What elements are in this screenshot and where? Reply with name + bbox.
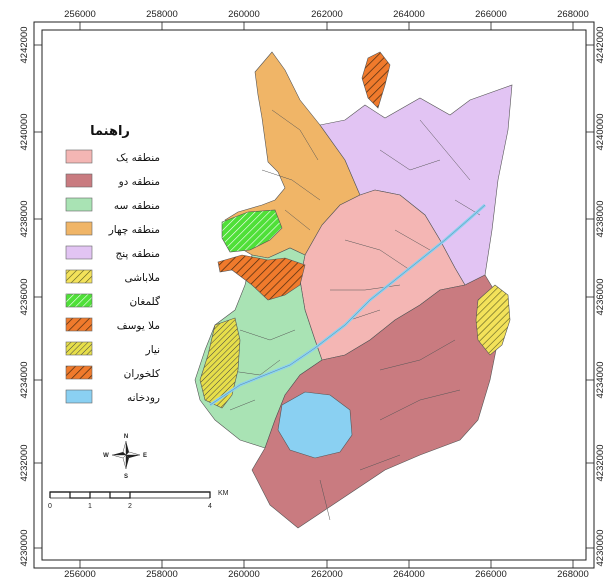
y-tick-right-3: 4236000 (595, 279, 606, 316)
legend-swatch-4 (65, 245, 93, 260)
y-tick-left-1: 4240000 (19, 114, 30, 151)
legend-label-1: منطقه دو (118, 176, 160, 188)
y-tick-left-6: 4230000 (19, 530, 30, 567)
x-tick-bottom-5: 266000 (475, 569, 507, 579)
x-tick-top-6: 268000 (557, 9, 589, 20)
legend-item-2: منطقه سه (65, 197, 160, 212)
legend-label-3: منطقه چهار (108, 224, 160, 236)
legend-item-5: ملاباشی (65, 269, 160, 284)
legend-items: منطقه یک منطقه دو منطقه سه منطقه چهار منطقه … (65, 149, 160, 404)
legend-swatch-2 (65, 197, 93, 212)
legend-item-4: منطقه پنج (65, 245, 160, 260)
legend-swatch-1 (65, 173, 93, 188)
y-tick-right-6: 4230000 (595, 530, 606, 567)
y-tick-labels-right: 4242000 4240000 4238000 4236000 4234000 42320… (586, 27, 606, 567)
y-tick-right-4: 4234000 (595, 362, 606, 399)
map-inner-frame (41, 29, 587, 561)
y-tick-labels-left: 4242000 4240000 4238000 4236000 4234000 42320… (19, 27, 42, 567)
x-tick-top-2: 260000 (228, 9, 260, 20)
scale-bar: 0 1 2 4 KM (48, 490, 229, 510)
y-tick-right-2: 4238000 (595, 201, 606, 238)
legend-label-4: منطقه پنج (115, 248, 160, 260)
scale-unit: KM (218, 490, 229, 497)
y-tick-left-2: 4238000 (19, 201, 30, 238)
legend-item-1: منطقه دو (65, 173, 160, 188)
legend-label-9: کلخوران (124, 368, 160, 380)
scale-label-2: 2 (128, 503, 132, 510)
legend-swatch-10 (65, 389, 93, 404)
x-tick-labels-top: 256000 258000 260000 262000 264000 266000 2680… (64, 9, 589, 30)
x-tick-top-3: 262000 (311, 9, 343, 20)
legend-label-8: نیار (145, 344, 160, 356)
y-tick-right-5: 4232000 (595, 445, 606, 482)
legend-swatch-0 (65, 149, 93, 164)
legend-label-0: منطقه یک (116, 152, 160, 164)
legend-title: راهنما (90, 124, 130, 139)
legend-item-3: منطقه چهار (65, 221, 160, 236)
legend-swatch-9 (65, 365, 93, 380)
river-lake-polygon (277, 391, 353, 459)
compass-s: S (124, 474, 128, 480)
x-tick-bottom-4: 264000 (393, 569, 425, 579)
legend-item-10: رودخانه (65, 389, 160, 404)
x-tick-bottom-6: 268000 (557, 569, 589, 579)
mollayousef-polygon (217, 254, 306, 301)
legend-swatch-5 (65, 269, 93, 284)
north-arrow-icon: N S E W (103, 434, 147, 480)
legend-swatch-7 (65, 317, 93, 332)
legend-label-10: رودخانه (127, 392, 160, 404)
legend-swatch-3 (65, 221, 93, 236)
legend-label-6: گلمغان (129, 295, 160, 308)
x-tick-top-4: 264000 (393, 9, 425, 20)
niyar-polygon (199, 317, 241, 409)
legend: راهنما منطقه یک منطقه دو منطقه سه منطقه چها… (65, 124, 160, 404)
legend-item-8: نیار (65, 341, 160, 356)
legend-label-7: ملا یوسف (117, 320, 160, 332)
golmoghan-polygon (221, 209, 283, 253)
x-tick-top-5: 266000 (475, 9, 507, 20)
legend-item-9: کلخوران (65, 365, 160, 380)
x-tick-top-1: 258000 (146, 9, 178, 20)
y-tick-left-4: 4234000 (19, 362, 30, 399)
x-tick-bottom-1: 258000 (146, 569, 178, 579)
legend-swatch-6 (65, 293, 93, 308)
river-line-edge (209, 204, 486, 406)
scale-label-0: 0 (48, 503, 52, 510)
y-tick-right-0: 4242000 (595, 27, 606, 64)
y-tick-left-3: 4236000 (19, 279, 30, 316)
x-tick-bottom-2: 260000 (228, 569, 260, 579)
kalkhoran-polygon (361, 51, 391, 109)
x-tick-top-0: 256000 (64, 9, 96, 20)
zone-2-polygon (251, 274, 501, 529)
legend-label-5: ملاباشی (124, 272, 160, 284)
legend-item-7: ملا یوسف (65, 317, 160, 332)
legend-item-6: گلمغان (65, 293, 160, 308)
legend-label-2: منطقه سه (114, 200, 160, 212)
compass-n: N (124, 434, 128, 440)
compass-e: E (143, 453, 147, 459)
y-tick-right-1: 4240000 (595, 114, 606, 151)
y-tick-left-5: 4232000 (19, 445, 30, 482)
legend-item-0: منطقه یک (65, 149, 160, 164)
scale-label-4: 4 (208, 503, 212, 510)
compass-w: W (103, 453, 109, 459)
x-tick-bottom-0: 256000 (64, 569, 96, 579)
scale-label-1: 1 (88, 503, 92, 510)
x-tick-labels-bottom: 256000 258000 260000 262000 264000 266000 2680… (64, 560, 589, 579)
x-tick-bottom-3: 262000 (311, 569, 343, 579)
legend-swatch-8 (65, 341, 93, 356)
y-tick-left-0: 4242000 (19, 27, 30, 64)
special-zones (199, 51, 511, 409)
mollabashi-polygon (475, 284, 511, 356)
